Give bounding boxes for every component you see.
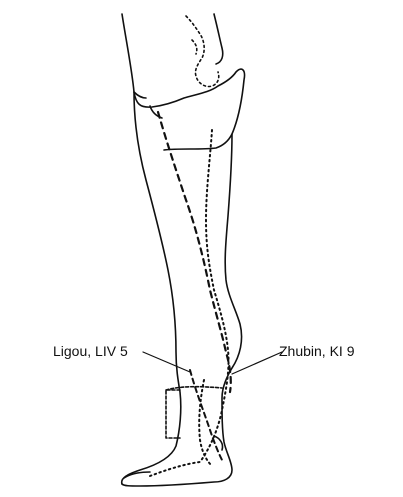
hip-outline	[122, 14, 245, 150]
pelvis-dotted-outline	[186, 16, 219, 87]
leader-line-right	[232, 352, 282, 374]
foot-toe-line	[124, 472, 150, 478]
meridian-dashed-ankle	[190, 370, 222, 460]
meridian-dashed-thigh	[158, 112, 231, 392]
label-zhubin: Zhubin, KI 9	[279, 343, 355, 359]
leg-back-outline	[122, 92, 181, 484]
leader-line-left	[143, 352, 190, 372]
hip-top-line	[214, 14, 223, 64]
pelvis-dotted-inner	[192, 40, 197, 54]
ankle-band-box	[166, 390, 180, 438]
label-ligou: Ligou, LIV 5	[53, 343, 128, 359]
